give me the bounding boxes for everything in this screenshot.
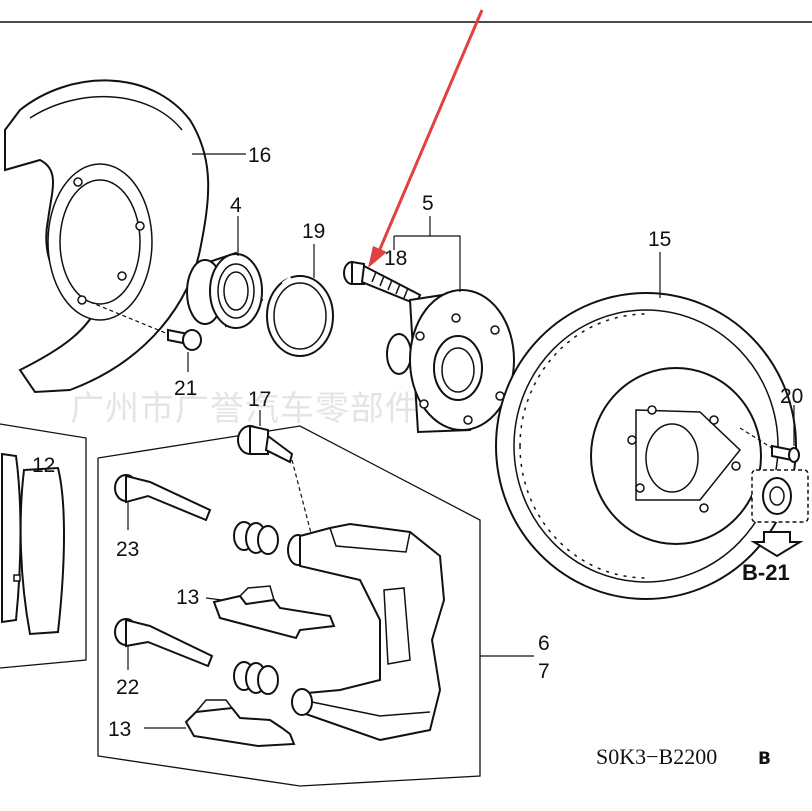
callout-19: 19 <box>302 220 325 243</box>
callout-20: 20 <box>780 385 803 408</box>
pin-boot-upper <box>233 521 279 555</box>
callout-22: 22 <box>116 676 139 699</box>
callout-23: 23 <box>116 538 139 561</box>
callout-15: 15 <box>648 228 671 251</box>
bolt-part-21 <box>167 328 202 351</box>
callout-7: 7 <box>538 660 550 683</box>
b21-reference-box <box>750 469 809 558</box>
leader-5 <box>394 235 461 292</box>
callout-18: 18 <box>384 247 407 270</box>
callout-5: 5 <box>422 192 434 215</box>
reference-label: B-21 <box>742 560 790 585</box>
guide-pin-lower-part-22 <box>114 618 214 668</box>
hub-bolt-part-18 <box>343 260 422 306</box>
callout-6: 6 <box>538 632 550 655</box>
callout-13b: 13 <box>108 718 131 741</box>
caliper-bracket-part-6-7 <box>287 522 446 742</box>
callout-4: 4 <box>230 194 242 217</box>
callout-12: 12 <box>32 454 55 477</box>
callout-16: 16 <box>248 144 271 167</box>
callout-17: 17 <box>248 388 271 411</box>
leader-13a <box>205 597 223 601</box>
disc-screw-part-20 <box>771 444 800 463</box>
leader-20 <box>739 427 773 449</box>
splash-guard-part-16 <box>4 79 210 394</box>
caliper-frame <box>97 425 481 787</box>
snap-ring-part-19 <box>266 275 334 357</box>
pad-retainer-lower-part-13 <box>184 699 296 748</box>
pad-retainer-upper-part-13 <box>212 585 336 640</box>
guide-pin-upper-part-23 <box>114 474 212 522</box>
annotation-arrow <box>368 9 484 268</box>
callout-21: 21 <box>174 377 197 400</box>
pad-set-box <box>0 423 87 669</box>
catalog-suffix: B <box>758 749 771 769</box>
leader-21-dash <box>89 301 169 335</box>
wheel-hub-part-5 <box>386 289 515 434</box>
catalog-number: S0K3−B2200 <box>596 744 717 769</box>
bracket-bolt-part-17 <box>237 424 294 464</box>
brake-disc-part-15 <box>495 292 797 600</box>
pin-boot-lower <box>233 661 279 695</box>
wheel-bearing-part-4 <box>186 251 264 329</box>
callout-13a: 13 <box>176 586 199 609</box>
